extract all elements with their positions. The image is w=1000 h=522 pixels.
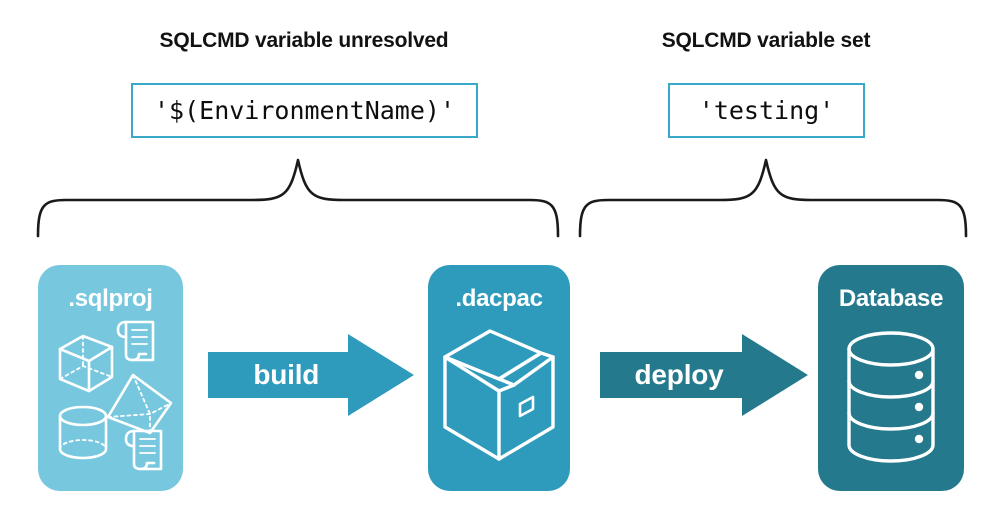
value-text-testing: 'testing' xyxy=(698,96,835,125)
card-sqlproj: .sqlproj xyxy=(38,265,183,491)
database-cylinder-icon xyxy=(847,331,935,463)
database-status-dots xyxy=(914,370,924,444)
heading-sqlcmd-variable-unresolved: SQLCMD variable unresolved xyxy=(159,29,449,52)
card-label-database: Database xyxy=(838,285,944,312)
cylinder-icon xyxy=(58,405,108,460)
scroll-icon xyxy=(124,429,163,471)
value-box-environment-name: '$(EnvironmentName)' xyxy=(131,83,478,138)
database-art xyxy=(847,331,935,463)
brace-right-icon xyxy=(578,158,968,238)
arrow-deploy-shape xyxy=(600,334,808,416)
brace-left-icon xyxy=(36,158,560,238)
pyramid-icon xyxy=(106,373,173,435)
card-dacpac: .dacpac xyxy=(428,265,570,491)
cube-icon xyxy=(58,334,114,393)
dacpac-package-art xyxy=(443,329,555,461)
card-label-dacpac: .dacpac xyxy=(455,285,543,312)
heading-sqlcmd-variable-set: SQLCMD variable set xyxy=(661,29,871,52)
card-database: Database xyxy=(818,265,964,491)
arrow-label-build: build xyxy=(253,359,320,390)
arrow-deploy: deploy xyxy=(600,334,808,416)
arrow-build: build xyxy=(208,334,414,416)
arrow-build-shape xyxy=(208,334,414,416)
package-box-icon xyxy=(443,329,555,461)
value-box-testing: 'testing' xyxy=(668,83,865,138)
value-text-environment-name: '$(EnvironmentName)' xyxy=(153,96,456,125)
arrow-label-deploy: deploy xyxy=(634,359,724,390)
card-label-sqlproj: .sqlproj xyxy=(68,285,153,312)
sqlproj-contents-art xyxy=(58,320,173,471)
scroll-icon xyxy=(116,320,155,362)
